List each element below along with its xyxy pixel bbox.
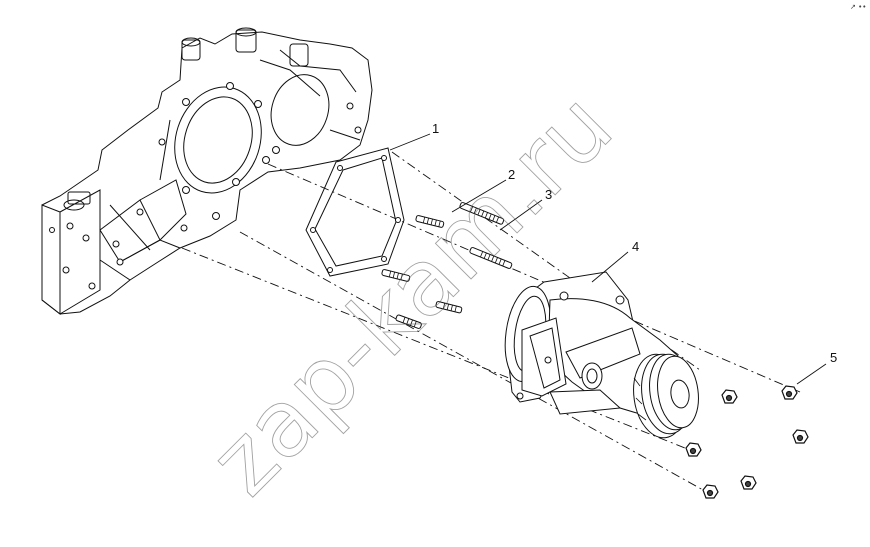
callout-3: 3 bbox=[545, 187, 552, 202]
nut bbox=[721, 389, 738, 404]
nut bbox=[685, 442, 702, 457]
nut bbox=[740, 475, 757, 490]
callout-4: 4 bbox=[632, 239, 639, 254]
short-stud-group bbox=[381, 215, 463, 329]
long-stud bbox=[469, 247, 513, 269]
engine-housing-holes bbox=[49, 82, 362, 290]
engine-front-housing bbox=[41, 27, 373, 316]
nut bbox=[781, 385, 798, 400]
callout-5: 5 bbox=[830, 350, 837, 365]
short-stud bbox=[381, 269, 411, 282]
gasket-bolt-holes bbox=[310, 155, 401, 273]
short-stud bbox=[415, 215, 445, 228]
long-stud-group bbox=[459, 202, 513, 269]
corner-mark: ↗ •• bbox=[850, 3, 866, 11]
long-stud bbox=[459, 202, 505, 225]
assembly-centerlines bbox=[181, 151, 801, 496]
short-stud bbox=[435, 301, 463, 314]
callout-2: 2 bbox=[508, 167, 515, 182]
water-pump bbox=[504, 271, 699, 439]
short-stud bbox=[395, 314, 422, 329]
nut bbox=[702, 484, 719, 499]
leader-lines bbox=[389, 133, 827, 385]
callout-1: 1 bbox=[432, 121, 439, 136]
nut bbox=[792, 429, 809, 444]
nut-group bbox=[685, 385, 809, 499]
